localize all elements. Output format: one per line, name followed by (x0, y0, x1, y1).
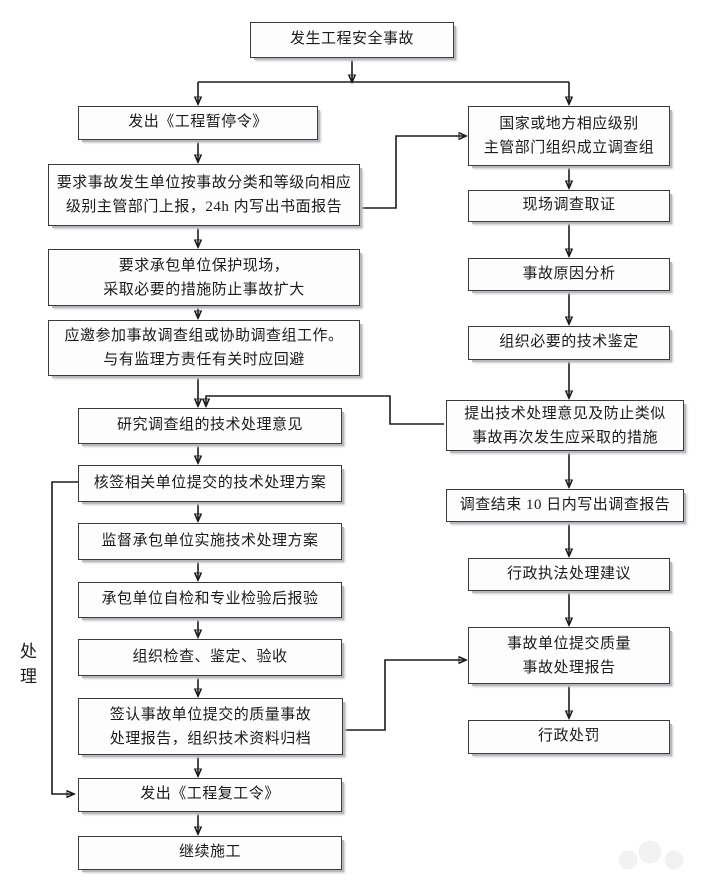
process-side-label: 处理 (20, 642, 38, 686)
wire-signreport-to-unitsubmit (343, 660, 466, 731)
node-study-opinion[interactable]: 研究调查组的技术处理意见 (78, 408, 342, 444)
node-enforcement-advice[interactable]: 行政执法处理建议 (468, 558, 670, 591)
node-resume-order[interactable]: 发出《工程复工令》 (78, 778, 342, 812)
node-unit-submit-report[interactable]: 事故单位提交质量 事故处理报告 (468, 627, 670, 684)
node-join-group[interactable]: 应邀参加事故调查组或协助调查组工作。 与有监理方责任有关时应回避 (48, 320, 360, 376)
wire-report-to-group (360, 136, 466, 209)
node-cause-analysis[interactable]: 事故原因分析 (468, 258, 670, 291)
node-countersign-plan[interactable]: 核签相关单位提交的技术处理方案 (78, 465, 342, 502)
node-admin-penalty[interactable]: 行政处罚 (468, 720, 670, 754)
node-form-investigation-group[interactable]: 国家或地方相应级别 主管部门组织成立调查组 (468, 106, 670, 166)
node-site-investigation[interactable]: 现场调查取证 (468, 190, 670, 222)
node-tech-appraisal[interactable]: 组织必要的技术鉴定 (468, 326, 670, 360)
node-supervise-impl[interactable]: 监督承包单位实施技术处理方案 (78, 523, 342, 560)
wire-countersign-loop-resume (51, 481, 78, 794)
node-tech-opinion[interactable]: 提出技术处理意见及防止类似 事故再次发生应采取的措施 (446, 400, 684, 451)
node-suspend-order[interactable]: 发出《工程暂停令》 (78, 106, 318, 140)
node-report-24h[interactable]: 要求事故发生单位按事故分类和等级向相应 级别主管部门上报，24h 内写出书面报告 (48, 164, 360, 226)
node-investigation-report[interactable]: 调查结束 10 日内写出调查报告 (446, 489, 684, 522)
node-protect-site[interactable]: 要求承包单位保护现场， 采取必要的措施防止事故扩大 (48, 249, 360, 306)
node-self-inspect[interactable]: 承包单位自检和专业检验后报验 (78, 582, 342, 618)
watermark-logo (606, 838, 702, 872)
node-sign-report[interactable]: 签认事故单位提交的质量事故 处理报告，组织技术资料归档 (78, 698, 343, 755)
node-continue-work[interactable]: 继续施工 (78, 836, 342, 870)
node-accident[interactable]: 发生工程安全事故 (250, 22, 454, 58)
node-organize-check[interactable]: 组织检查、鉴定、验收 (78, 639, 342, 676)
